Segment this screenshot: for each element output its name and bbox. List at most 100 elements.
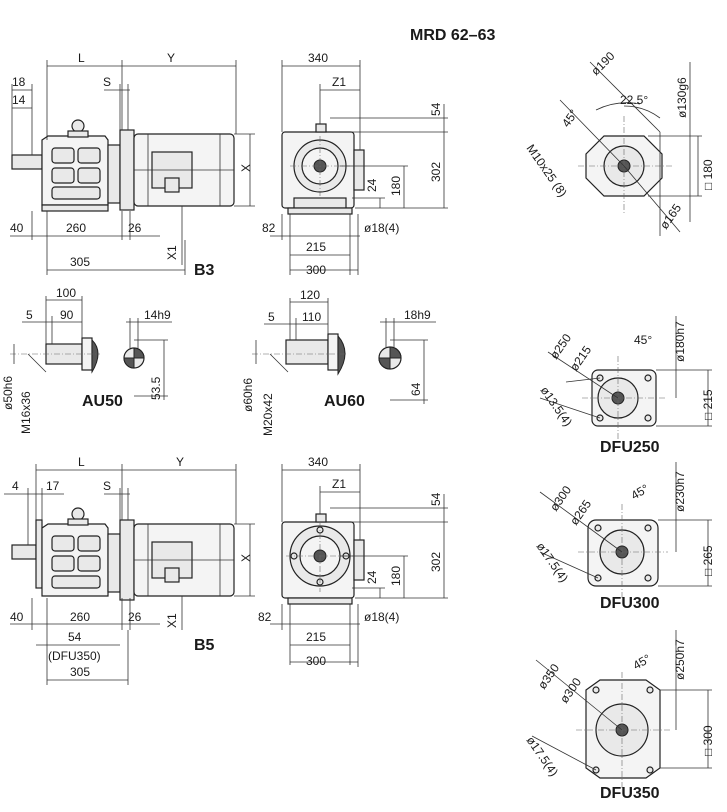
b5-flange	[119, 519, 135, 601]
side-view-bottom: 340 Z1 54 302 180 24 82 215 300 ø18(4)	[258, 455, 448, 668]
b5-dim-dfu350: (DFU350)	[48, 649, 101, 663]
dfu250-view: ø250 ø215 45° ø180h7 ø13.5(4) □ 215 DFU2…	[538, 316, 715, 456]
au60-dim-key: 18h9	[404, 308, 431, 322]
au50-dim-90: 90	[60, 308, 74, 322]
b3-dim-305: 305	[70, 255, 90, 269]
b3-dim-260: 260	[66, 221, 86, 235]
dfu250-dim-sq: □ 215	[701, 389, 715, 420]
side-top-dim-300: 300	[306, 263, 326, 277]
au60-dim-h: 64	[409, 382, 423, 396]
b3-dim-Y: Y	[167, 51, 175, 65]
b3-dim-X1: X1	[165, 245, 179, 260]
dfu300-dim-45: 45°	[629, 481, 652, 502]
b3-dim-S: S	[103, 75, 111, 89]
side-top-dim-82: 82	[262, 221, 276, 235]
b5-dim-X1: X1	[165, 613, 179, 628]
au50-dim-100: 100	[56, 286, 76, 300]
dfu350-dim-250: ø250h7	[673, 639, 687, 680]
b5-output-shaft	[11, 544, 37, 560]
au60-view: 120 5 110 18h9 64 ø60h6 M20x42 AU60	[241, 288, 436, 436]
b3-dim-40: 40	[10, 221, 24, 235]
au60-dim-5: 5	[268, 310, 275, 324]
dfu350-dim-45: 45°	[631, 651, 654, 672]
dfu250-label: DFU250	[600, 439, 660, 456]
b5-dim-Y: Y	[176, 455, 184, 469]
dfu300-dim-300: ø300	[547, 483, 574, 514]
au50-dim-5: 5	[26, 308, 33, 322]
b5-dim-26: 26	[128, 610, 142, 624]
dfu350-dim-hole: ø17.5(4)	[524, 734, 561, 779]
dfu300-view: ø300 ø265 45° ø230h7 ø17.5(4) □ 265 DFU3…	[534, 462, 715, 612]
dfu350-dim-300: ø300	[557, 675, 584, 706]
side-bottom-dim-340: 340	[308, 455, 328, 469]
b5-breather	[71, 507, 85, 521]
b5-dim-40: 40	[10, 610, 24, 624]
b3-output-shaft	[11, 154, 43, 170]
flange-top-dim-190: ø190	[588, 49, 617, 78]
flange-top-dim-45: 45°	[559, 107, 581, 130]
dfu350-dim-350: ø350	[535, 661, 562, 692]
b5-dim-S: S	[103, 479, 111, 493]
flange-top-dim-225: 22.5°	[620, 93, 648, 107]
side-top-dim-302: 302	[429, 162, 443, 182]
b5-dim-17: 17	[46, 479, 60, 493]
dfu350-view: ø350 ø300 45° ø250h7 ø17.5(4) □ 300 DFU3…	[524, 630, 715, 802]
side-view-top: 340 Z1 54 302 180 24 82 215 300 ø18(4)	[262, 51, 448, 277]
b3-dim-14: 14	[12, 93, 26, 107]
au50-dim-thread: M16x36	[19, 391, 33, 434]
side-top-dim-bolt: ø18(4)	[364, 221, 399, 235]
flange-top-dim-165: ø165	[657, 201, 684, 232]
b3-dim-26: 26	[128, 221, 142, 235]
flange-top-dim-sq180: □ 180	[701, 159, 715, 190]
b3-breather	[71, 119, 85, 133]
dfu250-dim-250: ø250	[547, 331, 574, 362]
side-bottom-dim-bolt: ø18(4)	[364, 610, 399, 624]
b3-dim-18: 18	[12, 75, 26, 89]
dfu350-dim-sq: □ 300	[701, 725, 715, 756]
side-top-dim-215: 215	[306, 240, 326, 254]
dfu250-dim-180: ø180h7	[673, 321, 687, 362]
side-bottom-dim-54: 54	[429, 492, 443, 506]
drawing-title: MRD 62–63	[410, 27, 495, 44]
dfu300-label: DFU300	[600, 595, 660, 612]
b5-view: L Y 4 17 S X X1 40 260 26 54 (DFU350) 30…	[4, 455, 255, 685]
side-bottom-dim-215: 215	[306, 630, 326, 644]
dfu250-dim-215: ø215	[567, 343, 594, 374]
au60-dim-120: 120	[300, 288, 320, 302]
flange-top-dim-130: ø130g6	[675, 77, 689, 118]
side-top-dim-180: 180	[389, 176, 403, 196]
au60-shaft	[285, 339, 329, 365]
au50-dim-shaft: ø50h6	[1, 376, 15, 410]
b5-dim-260: 260	[70, 610, 90, 624]
au50-label: AU50	[82, 393, 123, 410]
b5-dim-54: 54	[68, 630, 82, 644]
b5-dim-L: L	[78, 455, 85, 469]
b5-dim-305: 305	[70, 665, 90, 679]
b3-dim-L: L	[78, 51, 85, 65]
au60-dim-shaft: ø60h6	[241, 378, 255, 412]
b3-label: B3	[194, 262, 215, 279]
side-top-dim-340: 340	[308, 51, 328, 65]
side-bottom-dim-302: 302	[429, 552, 443, 572]
dfu350-label: DFU350	[600, 785, 660, 802]
b3-dim-X: X	[239, 164, 253, 172]
dfu300-dim-hole: ø17.5(4)	[534, 540, 571, 585]
au50-dim-key: 14h9	[144, 308, 171, 322]
side-bottom-dim-82: 82	[258, 610, 272, 624]
flange-top-dim-thread: M10x25 (8)	[524, 142, 570, 200]
side-bottom-dim-300: 300	[306, 654, 326, 668]
au50-view: 100 5 90 14h9 53.5 ø50h6 M16x36 AU50	[1, 286, 172, 434]
flange-top-view: ø190 22.5° 45° M10x25 (8) ø130g6 □ 180 ø…	[524, 49, 715, 236]
side-bottom-dim-180: 180	[389, 566, 403, 586]
side-bottom-dim-Z1: Z1	[332, 477, 346, 491]
b5-label: B5	[194, 637, 215, 654]
dfu250-dim-45: 45°	[634, 333, 652, 347]
au60-label: AU60	[324, 393, 365, 410]
au50-dim-h: 53.5	[149, 376, 163, 400]
b3-view: L Y 18 14 S X X1 40 260 26 305 B3	[10, 51, 255, 279]
b5-dim-4: 4	[12, 479, 19, 493]
side-bottom-dim-24: 24	[365, 570, 379, 584]
b5-output-flange	[35, 519, 43, 589]
side-top-dim-Z1: Z1	[332, 75, 346, 89]
